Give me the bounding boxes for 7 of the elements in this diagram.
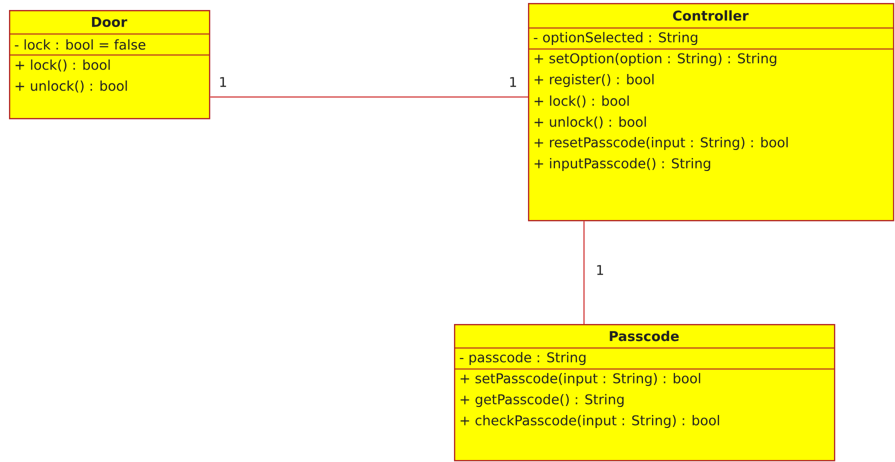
class-box: Controller - optionSelected : String + setOption(option : String) : String + register() : bool + lock() : bool + unlock() : bool + resetPasscode(input : String) : bool + inputPasscode() : String: [528, 3, 894, 222]
multiplicity-label: 1: [220, 77, 226, 87]
class-box: Door - lock : bool = false + lock() : bool + unlock() : bool: [8, 10, 210, 120]
association-line: [210, 96, 528, 98]
multiplicity-label: 1: [597, 265, 604, 275]
class-box: Passcode - passcode : String + setPasscode(input : String) : bool + getPasscode() : String + checkPasscode(input : String) : bool: [454, 324, 836, 462]
multiplicity-label: 1: [510, 77, 516, 87]
